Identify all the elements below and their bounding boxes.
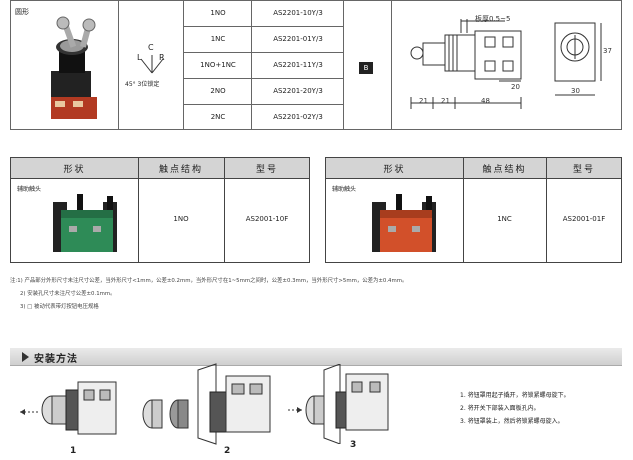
figure-number-2: 2 [224,446,231,456]
model-2: AS2201-01Y/3 [273,35,323,43]
install-step-1: 1. 将钮罩用起子撬开，将锁紧螺母旋下。 [460,392,570,399]
lcr-letter-l: L [137,53,142,62]
header-shape: 形状 [63,165,86,175]
header-model: 型号 [572,165,595,175]
dim-37: 37 [603,47,612,55]
dim-21b: 21 [441,97,450,105]
accessory-table-2: 形状 触点结构 型号 辅助触头 1NC AS2001-01F [325,157,622,263]
install-figure-3 [288,364,389,444]
contact-col [184,1,252,129]
lcr-caption: 45° 3位锁定 [125,81,160,88]
install-steps: 1. 将钮罩用起子撬开，将锁紧螺母旋下。 2. 将开关下部装入面板孔内。 3. … [460,390,620,425]
header-contact: 触点结构 [482,165,527,175]
install-title: 安装方法 [34,354,78,365]
image-cell [11,1,119,129]
contact-3: 1NO+1NC [200,61,236,69]
install-section-bar: 安装方法 [10,348,622,366]
item-label: 辅助触头 [332,186,357,193]
model-5: AS2201-02Y/3 [273,113,323,121]
header-shape: 形状 [383,165,406,175]
accessory-table-1: 形状 触点结构 型号 辅助触头 1NO AS2001-10F [10,157,310,263]
green-contact-block-image [53,194,117,252]
model-4: AS2201-20Y/3 [273,87,323,95]
item-label: 辅助触头 [17,186,42,193]
note-2: 2) 安装孔尺寸未注尺寸公差±0.1mm。 [20,291,116,297]
install-step-3: 3. 将钮罩装上，然后将锁紧螺母旋入。 [460,418,564,425]
model-value: AS2001-10F [245,215,289,223]
product-spec-panel: 圆形 L C R 45° 3位锁定 1NO 1NC 1NO+1NC 2NO 2N… [10,0,622,130]
lcr-letter-r: R [159,53,165,62]
triangle-right-icon [22,352,29,362]
figure-number-1: 1 [70,446,77,456]
install-figure-2 [142,363,271,445]
dim-21a: 21 [419,97,428,105]
model-3: AS2201-11Y/3 [273,61,323,69]
table-header [326,158,621,179]
table-header [11,158,309,179]
contact-1: 1NO [210,9,226,17]
contact-2: 1NC [210,35,226,43]
shape-label: 圆形 [15,8,29,16]
contact-4: 2NO [210,87,226,95]
red-contact-block-image [372,194,436,252]
install-figure-1 [20,381,117,435]
header-model: 型号 [255,165,278,175]
model-1: AS2201-10Y/3 [273,9,323,17]
header-contact: 触点结构 [158,165,203,175]
contact-value: 1NO [173,215,189,223]
key-switch-image [51,16,97,119]
dim-20: 20 [511,83,520,91]
figure-number-3: 3 [350,440,357,450]
model-value: AS2001-01F [562,215,606,223]
dim-48: 48 [481,97,490,105]
note-3: 3) □ 被动代表带灯按钮电压规格 [20,304,99,310]
contact-5: 2NC [210,113,226,121]
dimension-drawing [410,19,602,109]
contact-value: 1NC [497,215,512,223]
install-step-2: 2. 将开关下部装入面板孔内。 [460,405,540,412]
dim-30: 30 [571,87,580,95]
lcr-diagram-icon [140,55,164,74]
note-1: 注:1) 产品部分外形尺寸未注尺寸公差，当外形尺寸<1mm，公差±0.2mm，当… [10,278,408,284]
model-col [252,1,344,129]
dim-panel-thickness: 板厚0.5~5 [475,15,511,23]
badge-col [344,1,392,129]
notes: 注:1) 产品部分外形尺寸未注尺寸公差，当外形尺寸<1mm，公差±0.2mm，当… [10,276,625,310]
dimension-badge: B [359,62,373,74]
lcr-letter-c: C [148,43,154,52]
lcr-cell [119,1,184,129]
